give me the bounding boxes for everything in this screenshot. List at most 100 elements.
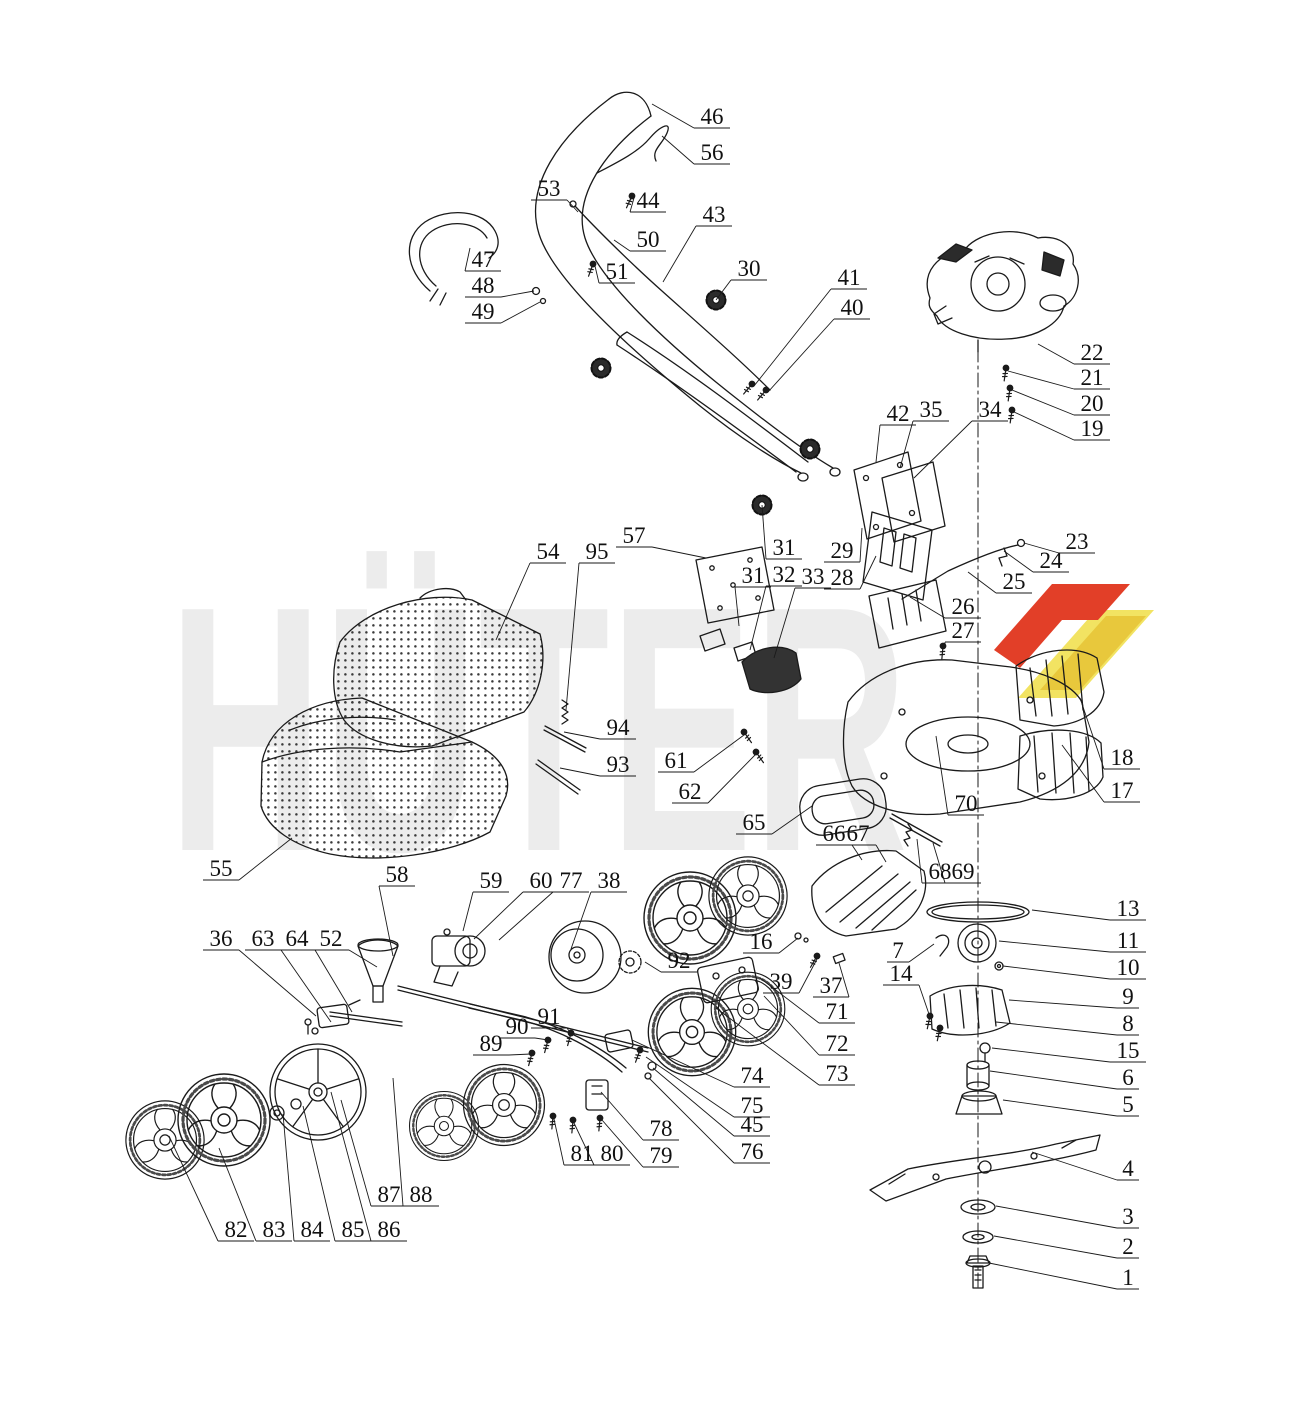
part-number-81: 81 (571, 1141, 594, 1166)
part-number-7: 7 (892, 938, 904, 963)
part-number-10: 10 (1117, 955, 1140, 980)
part-number-47: 47 (472, 247, 495, 272)
part-number-72: 72 (826, 1031, 849, 1056)
leader-line (859, 555, 877, 590)
part-number-28: 28 (831, 565, 854, 590)
leader-line (280, 949, 332, 1023)
part-number-8: 8 (1122, 1011, 1134, 1036)
part-number-62: 62 (679, 779, 702, 804)
leader-line (838, 962, 850, 998)
part-number-75: 75 (741, 1093, 764, 1118)
part-number-23: 23 (1066, 529, 1089, 554)
leader-line (859, 527, 863, 563)
washers-and-bolt (960, 1199, 996, 1289)
part-number-56: 56 (701, 140, 724, 165)
leader-line (498, 891, 554, 941)
diagram-art (124, 91, 1105, 1289)
leader-line (1061, 744, 1105, 803)
bail-handle (408, 211, 499, 306)
leader-line (749, 585, 767, 651)
part-number-64: 64 (286, 926, 310, 951)
leader-line (392, 1077, 404, 1207)
part-number-39: 39 (770, 969, 793, 994)
leader-line (534, 1037, 549, 1041)
part-number-44: 44 (637, 188, 661, 213)
leader-line (715, 279, 732, 301)
part-number-40: 40 (841, 295, 864, 320)
part-number-2: 2 (1122, 1234, 1134, 1259)
leader-line (662, 225, 697, 283)
leader-line (693, 734, 745, 773)
part-number-33: 33 (802, 564, 825, 589)
leader-line (988, 1262, 1118, 1290)
part-number-46: 46 (701, 104, 724, 129)
part-number-11: 11 (1117, 928, 1139, 953)
leader-line (1031, 1151, 1118, 1181)
leader-line (935, 735, 949, 816)
part-number-76: 76 (741, 1139, 764, 1164)
leader-line (1003, 550, 1034, 573)
leader-line (707, 753, 757, 804)
part-number-49: 49 (472, 299, 495, 324)
part-number-18: 18 (1111, 745, 1134, 770)
part-number-34: 34 (979, 397, 1003, 422)
part-number-55: 55 (210, 856, 233, 881)
belt-cover (929, 984, 1011, 1036)
part-number-73: 73 (826, 1061, 849, 1086)
rear-skirt (811, 849, 927, 937)
part-number-61: 61 (665, 748, 688, 773)
leader-line (932, 842, 946, 884)
part-number-84: 84 (301, 1217, 325, 1242)
part-number-93: 93 (607, 752, 630, 777)
drive-belt (926, 901, 1030, 923)
part-number-65: 65 (743, 810, 766, 835)
leader-line (1079, 697, 1105, 770)
leader-line (995, 1205, 1118, 1229)
part-number-22: 22 (1081, 340, 1104, 365)
lower-handlebar (616, 331, 809, 473)
part-number-26: 26 (952, 594, 975, 619)
hub-washers (269, 1098, 302, 1121)
part-number-6: 6 (1122, 1065, 1134, 1090)
part-number-60: 60 (530, 868, 553, 893)
leader-line (508, 1053, 532, 1056)
leader-line (601, 1119, 644, 1168)
part-number-91: 91 (538, 1004, 561, 1029)
deck-housing (842, 659, 1090, 816)
leader-line (238, 949, 317, 1017)
leader-line (875, 424, 881, 463)
leader-line (594, 265, 600, 284)
part-number-9: 9 (1122, 984, 1134, 1009)
part-number-57: 57 (623, 523, 646, 548)
part-number-68: 68 (929, 859, 952, 884)
leader-line (340, 1099, 372, 1207)
leader-line (1013, 411, 1075, 441)
mounting-plates (853, 451, 946, 543)
leader-line (613, 239, 631, 252)
leader-line (967, 571, 997, 594)
leader-line (645, 1056, 735, 1118)
leader-line (998, 940, 1111, 953)
part-number-59: 59 (480, 868, 503, 893)
part-number-80: 80 (601, 1141, 624, 1166)
leader-line (875, 844, 887, 863)
part-number-1: 1 (1122, 1265, 1134, 1290)
leader-line (851, 844, 863, 861)
leader-line (238, 837, 293, 881)
part-number-58: 58 (386, 862, 409, 887)
leader-line (991, 1047, 1111, 1063)
leader-line (778, 937, 799, 954)
leader-line (1031, 909, 1111, 921)
leader-line (629, 197, 635, 213)
leader-line (1002, 965, 1111, 980)
part-number-20: 20 (1081, 391, 1104, 416)
funnel (357, 938, 399, 1003)
part-number-43: 43 (703, 202, 726, 227)
part-number-36: 36 (210, 926, 233, 951)
part-number-38: 38 (598, 868, 621, 893)
idler-and-gear (548, 920, 642, 994)
logo-red-shape (994, 584, 1130, 668)
axle-rods (329, 985, 649, 1073)
